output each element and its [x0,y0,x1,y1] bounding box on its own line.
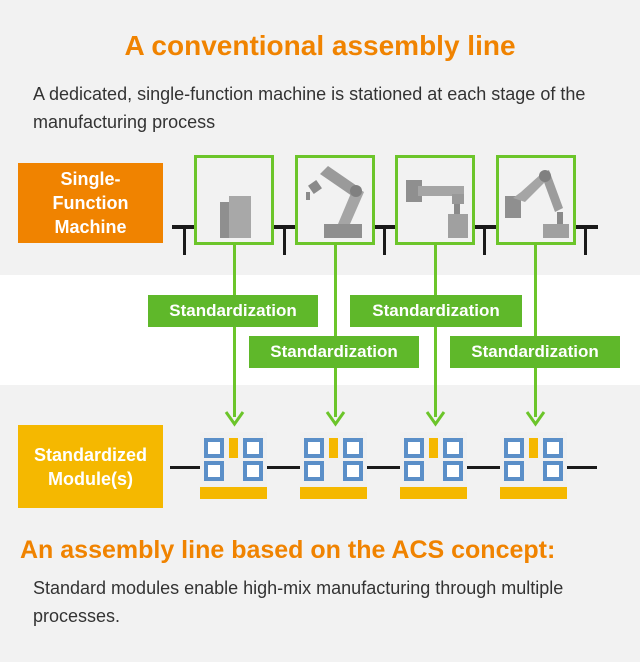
standard-module-4 [500,432,567,499]
module-base-strip [400,487,467,499]
conventional-line-description: A dedicated, single-function machine is … [33,84,586,132]
rail-support [483,225,486,255]
single-function-machine-label: Single- Function Machine [18,163,163,243]
rail-support [183,225,186,255]
arrowhead-icon [525,411,546,427]
rail-support [584,225,587,255]
standard-module-icon [504,438,563,481]
standard-module-icon [304,438,363,481]
machine-station-3 [395,155,475,245]
machine-station-4 [496,155,576,245]
standard-module-icon [204,438,263,481]
standard-module-2 [300,432,367,499]
standard-module-1 [200,432,267,499]
module-base-strip [200,487,267,499]
standardization-badge-text: Standardization [270,342,398,361]
arrowhead-icon [425,411,446,427]
arrowhead-icon [224,411,245,427]
rail-support [383,225,386,255]
arrowhead-icon [325,411,346,427]
machine-station-1 [194,155,274,245]
standardization-connector-2 [334,245,337,417]
standardization-badge-3: Standardization [350,295,522,327]
standardization-badge-text: Standardization [471,342,599,361]
acs-conveyor-line [170,466,597,469]
standardization-badge-4: Standardization [450,336,620,368]
standardized-module-text: Standardized Module(s) [33,444,148,489]
robot-arm-icon [306,166,364,238]
standardization-badge-2: Standardization [249,336,419,368]
gantry-press-icon [406,180,468,238]
machine-station-2 [295,155,375,245]
module-base-strip [300,487,367,499]
module-base-strip [500,487,567,499]
standardization-connector-4 [534,245,537,417]
rail-support [283,225,286,255]
standard-module-3 [400,432,467,499]
articulated-gripper-icon [505,170,569,238]
standardization-connector-1 [233,245,236,417]
standardization-badge-text: Standardization [372,301,500,320]
standardization-badge-text: Standardization [169,301,297,320]
standard-module-icon [404,438,463,481]
parts-block-icon [220,196,251,238]
conventional-line-title: A conventional assembly line [124,30,516,61]
standardized-module-label: Standardized Module(s) [18,425,163,508]
standardization-badge-1: Standardization [148,295,318,327]
acs-line-title: An assembly line based on the ACS concep… [20,536,556,564]
single-function-machine-text: Single- Function Machine [52,169,129,237]
acs-line-description: Standard modules enable high-mix manufac… [33,578,564,626]
standardization-connector-3 [434,245,437,417]
